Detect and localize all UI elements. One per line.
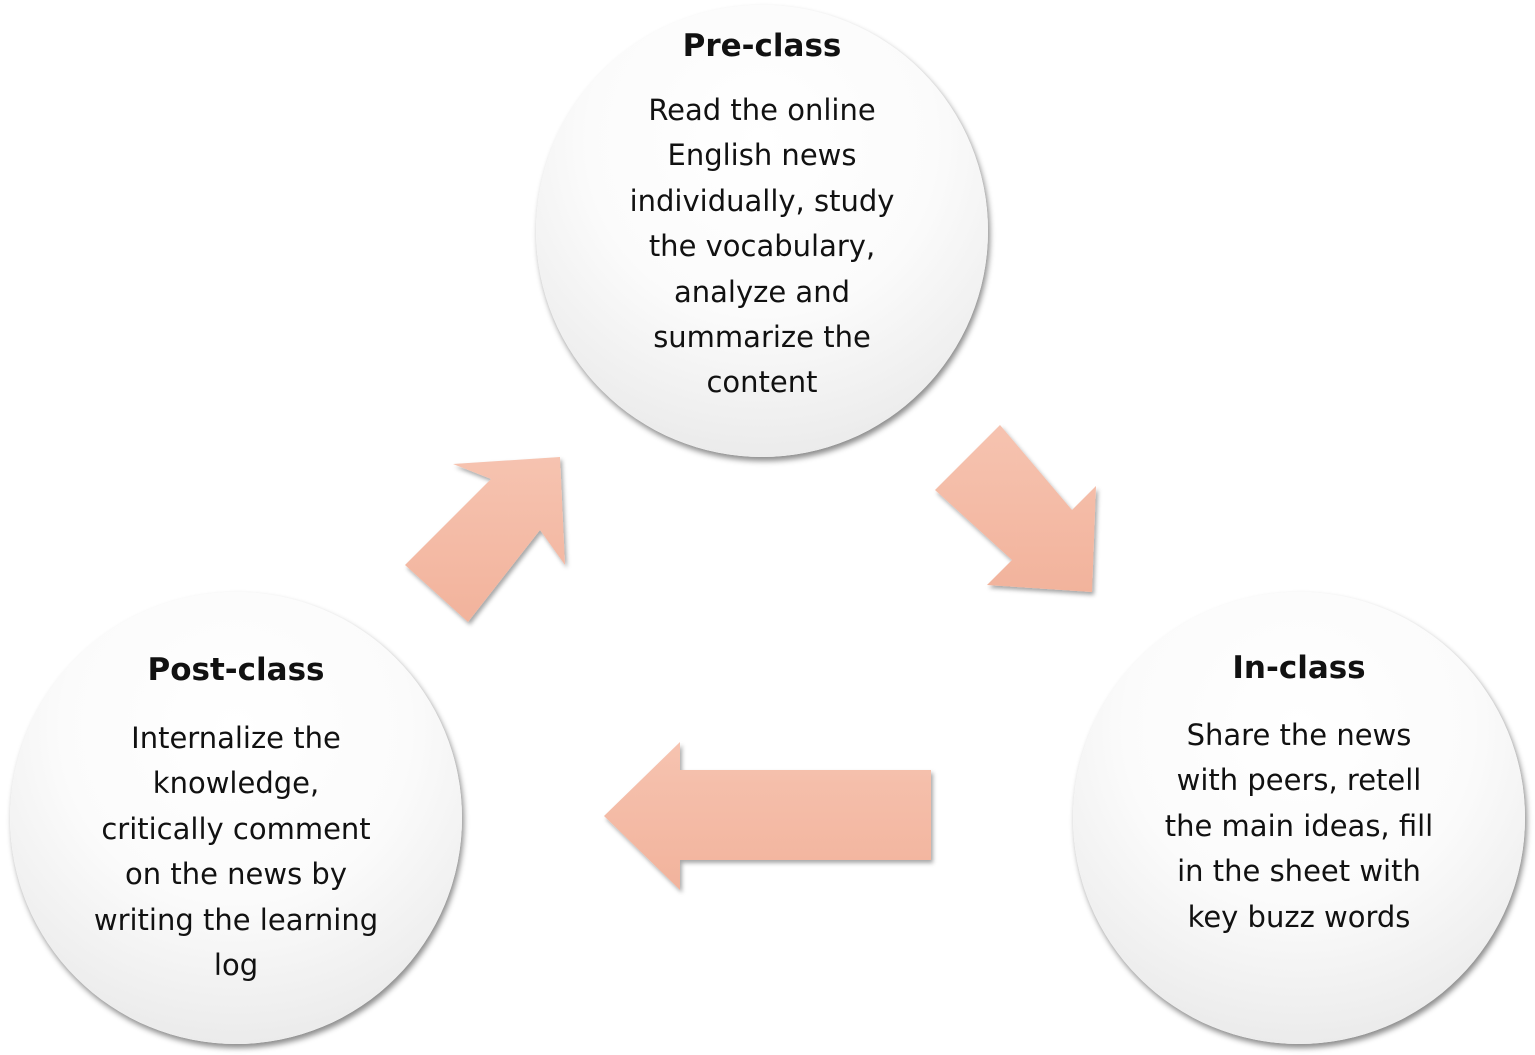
post-class-stage: Post-class Internalize the knowledge, cr… xyxy=(10,592,462,1044)
arrow-left xyxy=(604,742,931,890)
pre-class-description: Read the online English news individuall… xyxy=(629,93,895,400)
in-class-stage: In-class Share the news with peers, rete… xyxy=(1073,592,1525,1044)
in-class-description: Share the news with peers, retell the ma… xyxy=(1164,718,1434,934)
pre-class-title: Pre-class xyxy=(682,28,842,64)
post-class-description: Internalize the knowledge, critically co… xyxy=(93,721,379,983)
pre-class-stage: Pre-class Read the online English news i… xyxy=(536,5,988,457)
arrow-up-right xyxy=(405,457,565,622)
in-class-title: In-class xyxy=(1232,650,1366,686)
post-class-title: Post-class xyxy=(147,652,325,688)
arrow-down-right xyxy=(935,425,1096,592)
